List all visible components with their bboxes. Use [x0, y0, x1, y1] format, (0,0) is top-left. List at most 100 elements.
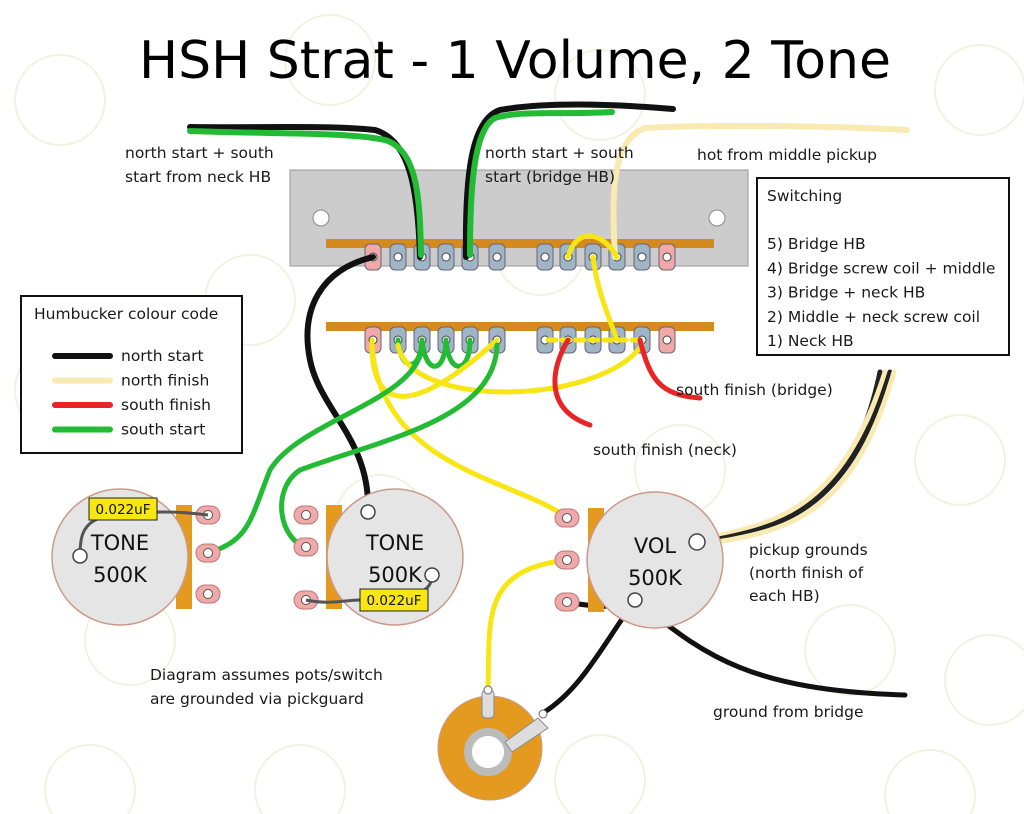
jack-tip-hole — [483, 685, 493, 695]
switch-lug-r1-7 — [536, 243, 554, 271]
switch-lug-r2-12 — [658, 326, 676, 354]
legend-item-label: south start — [121, 421, 205, 439]
vol-lug-3 — [554, 592, 580, 612]
wire-middle-hot — [610, 122, 910, 260]
switch-lug-r1-12 — [658, 243, 676, 271]
tone2-value: 500K — [368, 563, 423, 587]
ground-bridge-label: ground from bridge — [713, 703, 864, 721]
wire-switch-to-vol — [369, 342, 570, 521]
switch-position-1: 1) Neck HB — [767, 332, 854, 350]
tone1-wiper-point — [72, 548, 88, 564]
tone1-body — [51, 488, 189, 626]
wire-bridge-south-start — [467, 109, 615, 258]
legend-item-north-finish: north finish — [52, 372, 209, 390]
vol-name: VOL — [634, 534, 677, 558]
south-finish-neck-label: south finish (neck) — [593, 441, 737, 459]
wires — [187, 101, 910, 716]
wire-switch-to-tone — [304, 254, 376, 513]
jumper-top — [565, 233, 620, 260]
assumption-line1: Diagram assumes pots/switch — [150, 666, 383, 684]
switch-lug-r2-7 — [536, 326, 554, 354]
bridge-hb-label: north start + south start (bridge HB) — [485, 144, 634, 186]
legend-item-label: north finish — [121, 372, 209, 390]
vol-ground-back — [627, 592, 643, 608]
switch-position-5: 5) Bridge HB — [767, 235, 866, 253]
green-loop-3 — [443, 337, 473, 369]
tone2-wiper-point — [424, 567, 440, 583]
jack-sleeve-hole — [538, 709, 548, 719]
bridge-hb-label-line1: north start + south — [485, 144, 634, 162]
switching-title: Switching — [767, 187, 842, 205]
jack-sleeve-lug — [504, 717, 549, 753]
south-finish-bridge-label: south finish (bridge) — [676, 381, 833, 399]
cap1-body — [88, 497, 158, 521]
vol-value: 500K — [628, 566, 683, 590]
vol-pot[interactable]: VOL 500K — [586, 491, 724, 629]
ground-wire-3 — [694, 369, 893, 546]
switching-box: Switching 5) Bridge HB 4) Bridge screw co… — [756, 177, 1010, 356]
switching-list: 5) Bridge HB 4) Bridge screw coil + middl… — [767, 235, 995, 350]
page-title: HSH Strat - 1 Volume, 2 Tone — [139, 31, 891, 91]
wire-neck-south-start — [187, 128, 424, 258]
wire-green-tone1 — [205, 342, 425, 556]
ground-wire-4 — [694, 369, 897, 548]
switching-box-frame — [756, 177, 1010, 356]
legend-item-north-start: north start — [52, 347, 204, 365]
hot-middle-label: hot from middle pickup — [697, 146, 877, 164]
tone2-solder-point — [360, 504, 376, 520]
wire-south-finish-neck — [552, 337, 593, 428]
neck-hb-label-line1: north start + south — [125, 144, 274, 162]
legend-box: Humbucker colour code north start north f… — [20, 295, 243, 454]
tone1-value: 500K — [93, 563, 148, 587]
assumption-note: Diagram assumes pots/switch are grounded… — [150, 666, 383, 708]
legend-items: north start north finish south finish south… — [52, 347, 211, 439]
assumption-line2: are grounded via pickguard — [150, 690, 364, 708]
neck-hb-label-line2: start from neck HB — [125, 168, 271, 186]
cap2-label: 0.022uF — [367, 593, 422, 609]
pickup-grounds-line3: each HB) — [749, 587, 820, 605]
output-jack[interactable] — [437, 685, 549, 801]
legend-item-south-start: south start — [52, 421, 205, 439]
tone1-name: TONE — [90, 531, 149, 555]
switch-lug-r1-2 — [389, 243, 407, 271]
legend-item-label: north start — [121, 347, 204, 365]
tone2-lug-1 — [293, 505, 319, 525]
pickup-grounds-label: pickup grounds (north finish of each HB) — [749, 541, 868, 605]
cap2-body — [359, 588, 429, 612]
jumper-cross — [590, 254, 620, 343]
contact-strip-bottom — [326, 322, 714, 331]
tone2-name: TONE — [365, 531, 424, 555]
switch-position-3: 3) Bridge + neck HB — [767, 284, 925, 302]
legend-item-south-finish: south finish — [52, 396, 211, 414]
pickup-grounds-line2: (north finish of — [749, 564, 864, 582]
switch-mount-hole-right — [708, 209, 726, 227]
contact-strip-top — [326, 239, 714, 248]
switch-position-4: 4) Bridge screw coil + middle — [767, 259, 995, 277]
tone2-lug-2 — [293, 537, 319, 557]
pickup-grounds-line1: pickup grounds — [749, 541, 868, 559]
wire-vol-to-jack — [485, 557, 570, 693]
wire-south-finish-bridge — [637, 337, 703, 401]
tone1-lug-2 — [195, 543, 221, 563]
tone1-lug-3 — [195, 584, 221, 604]
legend-title: Humbucker colour code — [34, 305, 218, 323]
switch-lug-r1-11 — [633, 243, 651, 271]
switch-lug-r1-6 — [488, 243, 506, 271]
bridge-hb-label-line2: start (bridge HB) — [485, 168, 615, 186]
wire-bridge-north-start — [462, 101, 676, 260]
ground-wire-2 — [694, 369, 888, 543]
legend-item-label: south finish — [121, 396, 211, 414]
jack-hole — [464, 728, 512, 776]
vol-ground-point — [688, 533, 706, 551]
switch-position-2: 2) Middle + neck screw coil — [767, 308, 980, 326]
tone1-pot[interactable]: TONE 500K — [51, 488, 192, 626]
vol-lug-2 — [554, 550, 580, 570]
wire-green-tone2 — [279, 342, 500, 550]
cap1-label: 0.022uF — [96, 502, 151, 518]
switch-mount-hole-left — [312, 209, 330, 227]
vol-body — [586, 491, 724, 629]
switch-lug-r1-4 — [437, 243, 455, 271]
vol-lug-1 — [554, 508, 580, 528]
